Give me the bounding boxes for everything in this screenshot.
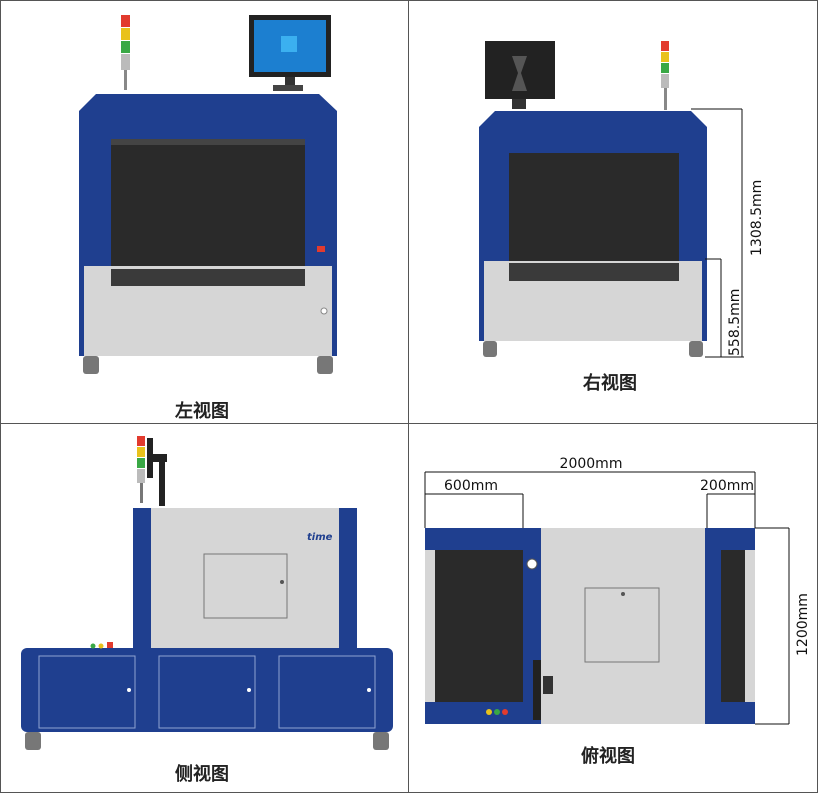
monitor [249,15,331,91]
conveyor-left [435,550,523,702]
dim-total-length: 2000mm [560,456,623,472]
top-view-panel: 2000mm 600mm 200mm [408,423,818,793]
inspection-opening [509,153,679,265]
upper-housing [133,508,357,648]
signal-tower [661,41,669,110]
caster-left [83,356,99,374]
side-view-drawing: time [21,436,393,750]
side-view-caption: 侧视图 [175,764,229,785]
right-view-caption: 右视图 [583,373,637,394]
brand-logo: time [307,532,333,543]
conveyor-right [721,550,745,702]
lower-cabinet [21,648,393,732]
monitor-back [485,41,555,109]
dim-overall-height: 1308.5mm [749,180,765,256]
signal-tower [121,15,130,90]
left-view-drawing [79,15,337,374]
access-door [203,553,288,619]
dim-width: 1200mm [795,593,811,656]
signal-tower [137,436,167,506]
left-view-panel: 左视图 [0,0,409,424]
right-view-panel: 1308.5mm 558.5mm 右视图 [408,0,818,424]
top-view-drawing: 2000mm 600mm 200mm [424,456,811,725]
left-view-caption: 左视图 [175,401,229,422]
side-view-panel: time 侧视图 [0,423,409,793]
dim-table-height: 558.5mm [727,289,743,356]
inspection-opening [111,141,305,271]
estop-button [317,246,325,252]
access-hatch [584,587,660,663]
dim-right-section: 200mm [700,478,754,494]
right-view-drawing: 1308.5mm 558.5mm [479,41,765,358]
top-view-caption: 俯视图 [581,746,635,767]
caster-right [317,356,333,374]
dim-left-section: 600mm [444,478,498,494]
